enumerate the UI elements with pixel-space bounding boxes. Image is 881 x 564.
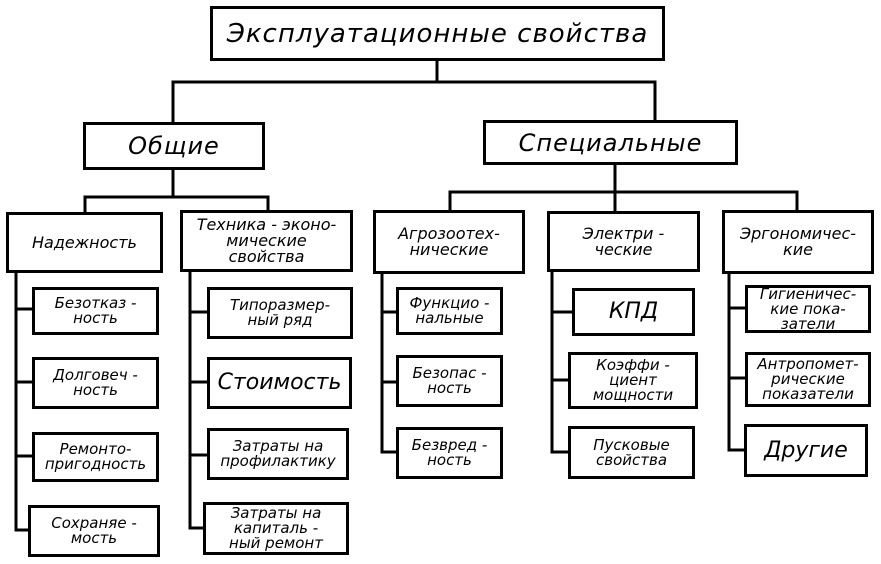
- category-label: Эргономичес- кие: [739, 224, 857, 259]
- category-label: Надежность: [32, 232, 137, 252]
- item-agro-2: Безопас - ность: [396, 355, 503, 407]
- category-label: Электри - ческие: [582, 223, 665, 259]
- item-reliability-3: Ремонто- пригодность: [32, 432, 159, 482]
- item-label: Антропомет- рические показатели: [757, 355, 859, 403]
- item-techecon-1: Типоразмер- ный ряд: [207, 287, 353, 339]
- item-agro-3: Безвред - ность: [396, 427, 503, 479]
- category-label: Техника - эконо- мические свойства: [196, 215, 337, 266]
- item-label: Стоимость: [217, 370, 342, 395]
- item-techecon-2: Стоимость: [207, 357, 352, 409]
- item-electric-1: КПД: [572, 288, 695, 336]
- item-agro-1: Функцио - нальные: [396, 287, 503, 335]
- category-agro: Агрозоотех- нические: [373, 210, 525, 274]
- item-electric-3: Пусковые свойства: [568, 426, 695, 479]
- item-ergo-2: Антропомет- рические показатели: [745, 352, 871, 407]
- category-reliability: Надежность: [6, 212, 163, 273]
- general-box: Общие: [83, 122, 265, 170]
- item-label: Долговеч - ность: [53, 366, 138, 399]
- category-electric: Электри - ческие: [547, 211, 700, 272]
- item-reliability-2: Долговеч - ность: [32, 357, 159, 409]
- item-label: Ремонто- пригодность: [44, 440, 147, 473]
- item-electric-2: Коэффи - циент мощности: [568, 352, 698, 409]
- item-label: Безвред - ность: [411, 436, 488, 469]
- item-label: Затраты на капиталь - ный ремонт: [229, 504, 323, 552]
- item-label: Затраты на профилактику: [220, 437, 336, 470]
- item-label: Безотказ - ность: [54, 294, 137, 327]
- special-box: Специальные: [483, 120, 738, 165]
- category-techecon: Техника - эконо- мические свойства: [180, 210, 353, 272]
- item-techecon-3: Затраты на профилактику: [207, 428, 349, 480]
- root-label: Эксплуатационные свойства: [226, 18, 649, 49]
- item-label: Пусковые свойства: [593, 435, 670, 469]
- item-label: Типоразмер- ный ряд: [229, 296, 331, 329]
- category-ergo: Эргономичес- кие: [722, 210, 874, 274]
- item-label: Другие: [764, 437, 848, 463]
- special-label: Специальные: [518, 128, 703, 157]
- item-label: Сохраняе - мость: [51, 514, 137, 547]
- item-reliability-1: Безотказ - ность: [32, 287, 159, 335]
- root-box: Эксплуатационные свойства: [210, 6, 665, 61]
- item-techecon-4: Затраты на капиталь - ный ремонт: [203, 502, 349, 555]
- item-ergo-3: Другие: [744, 424, 868, 477]
- item-label: Гигиеничес- кие пока- затели: [759, 285, 857, 333]
- item-label: КПД: [608, 299, 659, 324]
- item-label: Функцио - нальные: [409, 294, 490, 327]
- item-ergo-1: Гигиеничес- кие пока- затели: [745, 285, 871, 333]
- category-label: Агрозоотех- нические: [398, 224, 500, 259]
- item-label: Безопас - ность: [412, 364, 487, 397]
- item-reliability-4: Сохраняе - мость: [28, 505, 160, 557]
- item-label: Коэффи - циент мощности: [592, 356, 674, 404]
- general-label: Общие: [128, 132, 220, 160]
